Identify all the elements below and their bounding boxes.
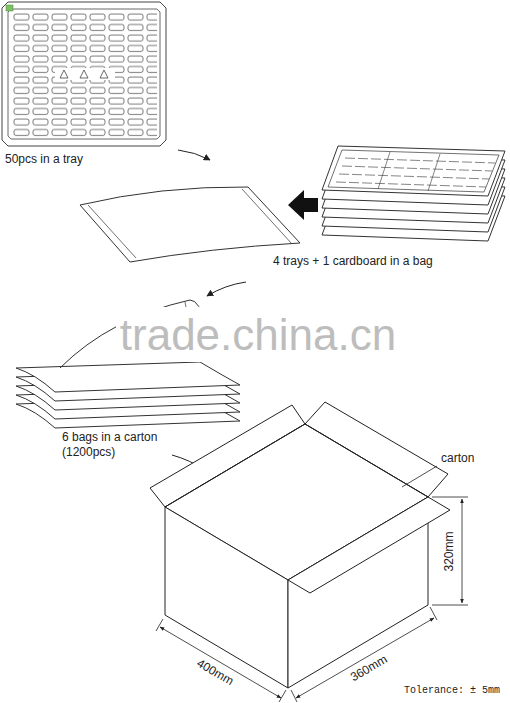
carton-figure (150, 402, 450, 688)
flow-arrow (178, 150, 210, 160)
part-label: carton (441, 451, 474, 466)
tray-figure (2, 2, 166, 146)
tray-caption: 50pcs in a tray (5, 152, 83, 167)
tolerance-note: Tolerance: ± 5mm (404, 684, 500, 697)
watermark: trade.china.cn (116, 307, 400, 362)
flow-arrow (207, 282, 246, 296)
dimension-label: 400mm (194, 655, 236, 688)
dimension-label: 360mm (348, 651, 390, 684)
flow-arrow (288, 190, 318, 220)
carton-caption: 6 bags in a carton (1200pcs) (62, 430, 174, 460)
tray-stack (322, 146, 505, 241)
dimension-lines (156, 497, 468, 702)
bag-figure (80, 187, 300, 262)
leader-line (402, 466, 437, 487)
dimension-label: 320mm (441, 531, 456, 571)
bag-caption: 4 trays + 1 cardboard in a bag (273, 254, 433, 269)
